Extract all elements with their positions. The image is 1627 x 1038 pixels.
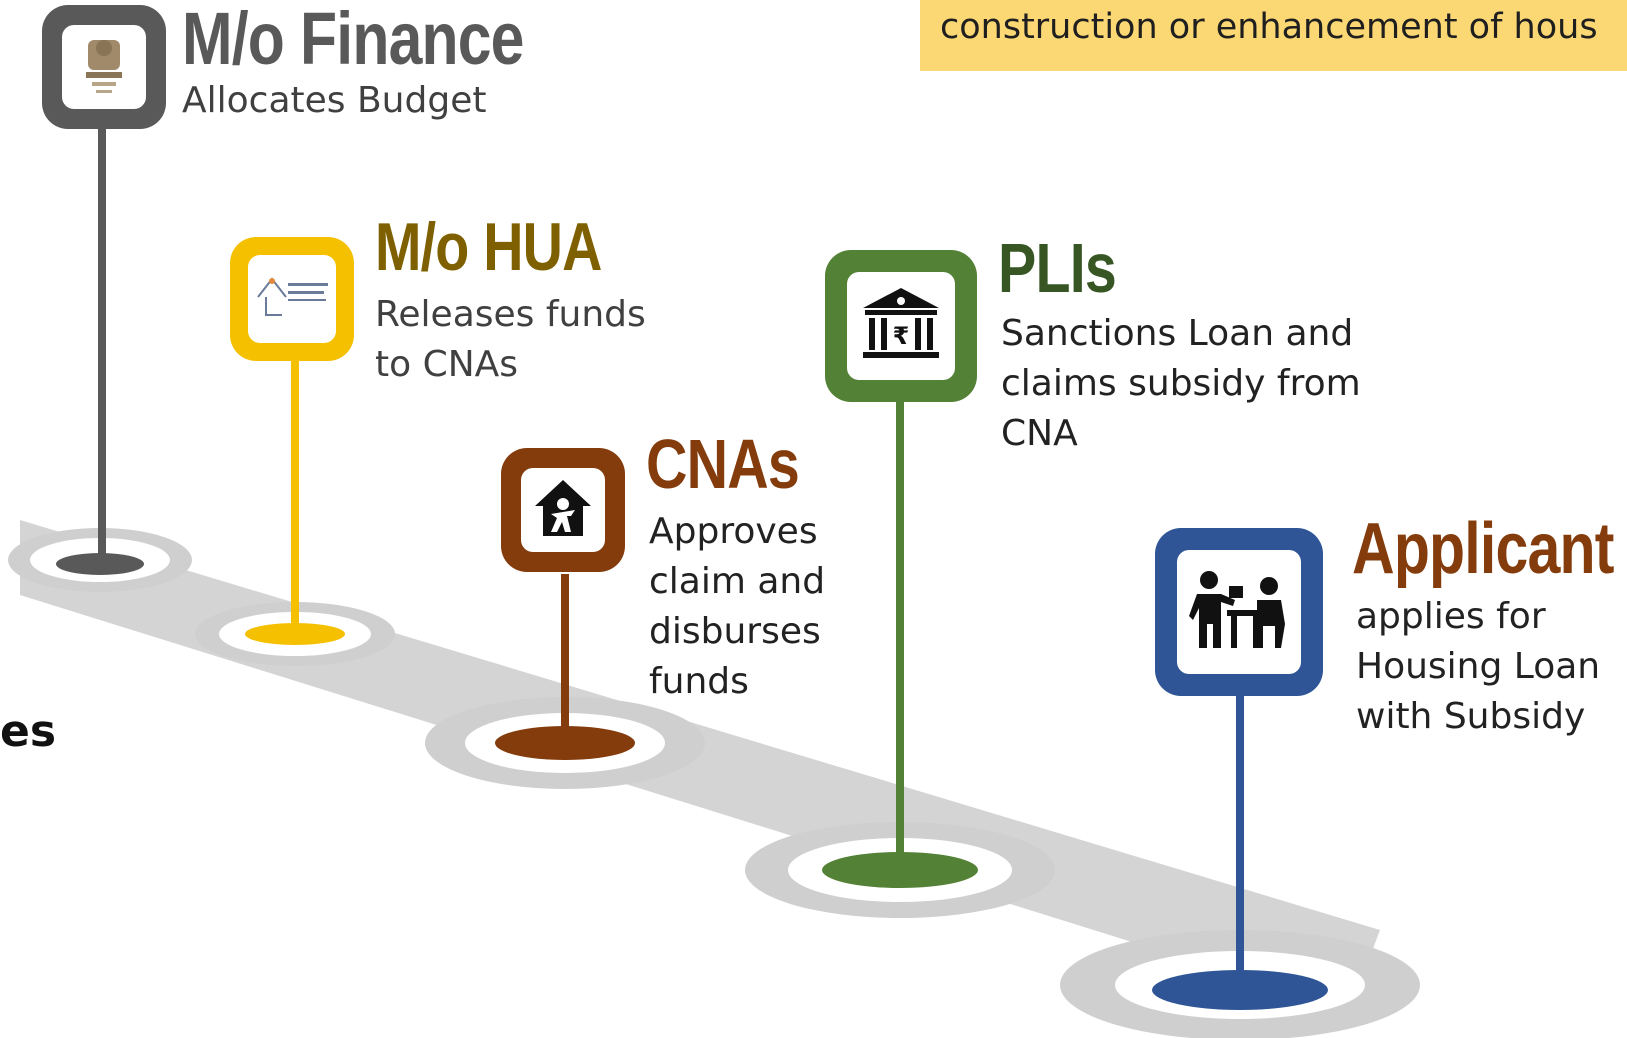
stage-title-finance: M/o Finance — [182, 0, 524, 80]
base-applicant — [1152, 970, 1328, 1010]
pole-cnas — [561, 574, 569, 742]
emblem-icon — [76, 30, 132, 104]
stage-icon-box-finance — [42, 5, 166, 129]
stage-description-applicant: applies for Housing Loan with Subsidy — [1356, 596, 1601, 737]
pole-applicant — [1236, 695, 1244, 987]
pole-hua — [291, 355, 299, 632]
stage-title-cnas: CNAs — [646, 425, 800, 503]
stage-icon-box-applicant — [1155, 528, 1323, 696]
stage-icon-box-plis: ₹ — [825, 250, 977, 402]
pmay-logo-icon — [252, 267, 332, 331]
base-hua — [245, 623, 345, 645]
stage-icon-box-hua — [230, 237, 354, 361]
stage-title-hua: M/o HUA — [375, 209, 602, 285]
base-cnas — [495, 726, 635, 760]
pole-plis — [896, 398, 904, 868]
stage-title-applicant: Applicant — [1352, 509, 1614, 589]
stage-description-plis: Sanctions Loan and claims subsidy from C… — [1001, 313, 1361, 454]
stage-description-finance: Allocates Budget — [182, 80, 487, 121]
stage-description-hua: Releases funds to CNAs — [375, 294, 646, 385]
side-text-fragment: es — [0, 706, 57, 757]
bank-rupee-icon: ₹ — [859, 284, 943, 368]
stage-icon-box-cnas — [501, 448, 625, 572]
svg-text:₹: ₹ — [893, 322, 910, 350]
stage-title-plis: PLIs — [998, 229, 1117, 307]
base-finance — [56, 553, 144, 575]
base-plis — [822, 852, 978, 888]
road-stop-bases — [56, 553, 1328, 1010]
banner: construction or enhancement of hous — [920, 0, 1627, 71]
pole-finance — [98, 125, 106, 563]
house-person-icon — [531, 476, 595, 544]
stage-description-cnas: Approves claim and disburses funds — [649, 511, 826, 702]
meeting-desk-icon — [1187, 568, 1291, 656]
